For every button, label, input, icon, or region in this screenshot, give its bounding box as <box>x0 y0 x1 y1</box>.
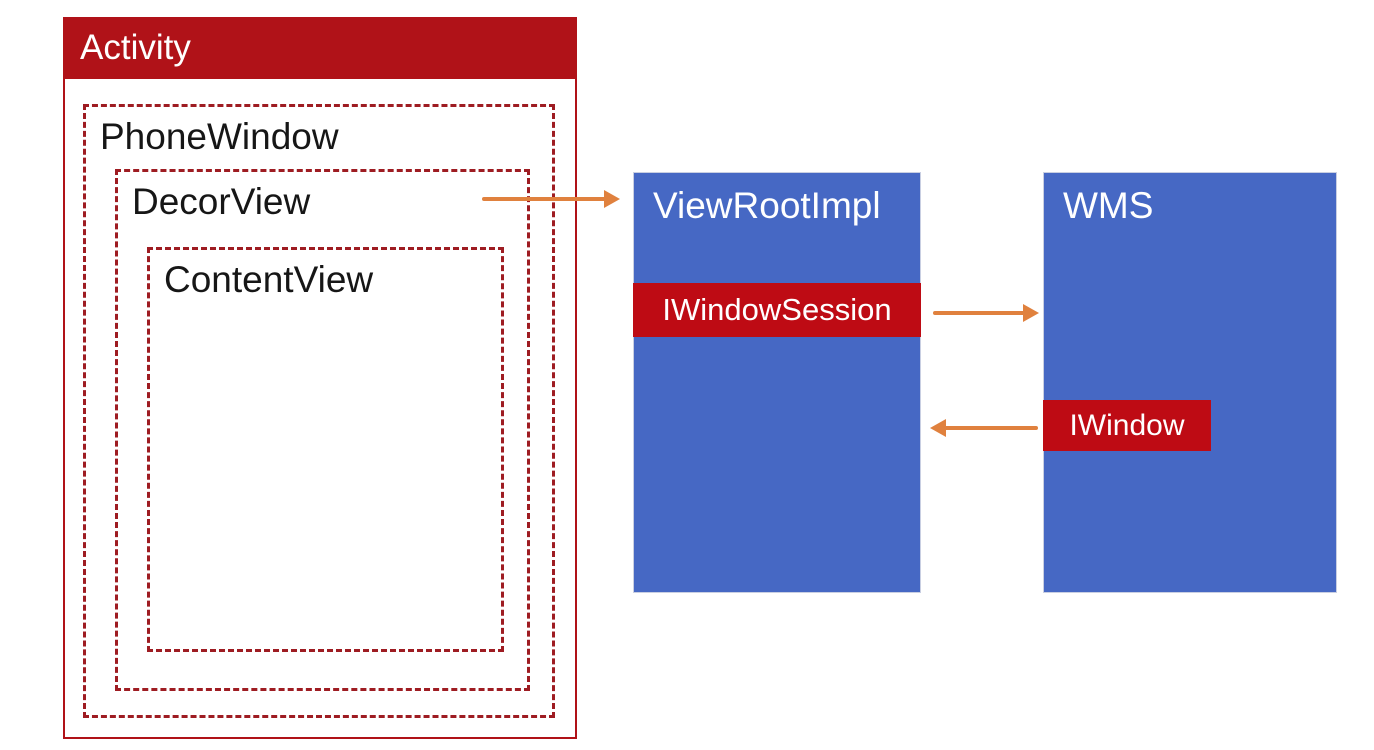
contentview-box: ContentView <box>147 247 504 652</box>
viewrootimpl-box: ViewRootImpl IWindowSession <box>633 172 921 593</box>
wms-box: WMS IWindow <box>1043 172 1337 593</box>
iwindow-band: IWindow <box>1043 400 1211 451</box>
phonewindow-label: PhoneWindow <box>100 116 339 157</box>
arrowhead-right-icon <box>1023 304 1039 322</box>
arrow-line <box>933 311 1026 315</box>
activity-box: Activity PhoneWindow DecorView ContentVi… <box>63 17 577 739</box>
arrow-iwindow-to-viewrootimpl <box>930 419 1038 437</box>
iwindow-label: IWindow <box>1069 408 1185 442</box>
arrow-line <box>482 197 607 201</box>
arrowhead-left-icon <box>930 419 946 437</box>
arrow-iwindowsession-to-wms <box>933 304 1039 322</box>
arrow-line <box>943 426 1038 430</box>
wms-label: WMS <box>1063 185 1154 226</box>
activity-header: Activity <box>63 17 577 79</box>
viewrootimpl-label: ViewRootImpl <box>653 185 881 226</box>
arrow-decorview-to-viewrootimpl <box>482 190 620 208</box>
iwindowsession-band: IWindowSession <box>633 283 921 337</box>
contentview-label: ContentView <box>164 259 374 300</box>
iwindowsession-label: IWindowSession <box>662 292 892 327</box>
arrowhead-right-icon <box>604 190 620 208</box>
decorview-label: DecorView <box>132 181 311 222</box>
decorview-box: DecorView ContentView <box>115 169 530 691</box>
phonewindow-box: PhoneWindow DecorView ContentView <box>83 104 555 718</box>
activity-label: Activity <box>80 28 191 67</box>
